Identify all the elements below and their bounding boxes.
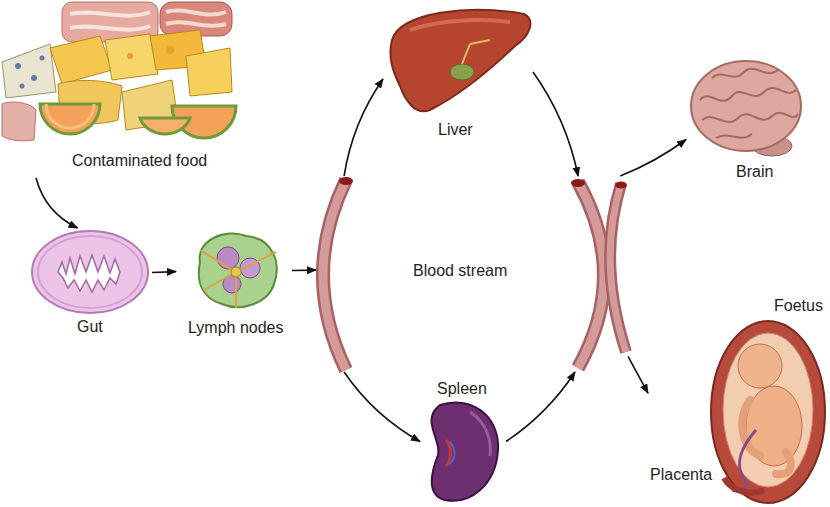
liver-node: Liver <box>383 2 533 142</box>
node-label: Placenta <box>650 466 712 484</box>
blood-vessel-illustration <box>323 177 627 370</box>
node-label: Liver <box>438 121 473 139</box>
node-label: Foetus <box>774 297 823 315</box>
flow-arrow <box>152 271 176 273</box>
spleen-illustration <box>431 402 498 500</box>
flow-arrow <box>292 269 316 271</box>
blood-stream-node: Blood stream <box>316 176 628 372</box>
node-label: Contaminated food <box>72 152 207 170</box>
flow-arrow <box>344 372 420 442</box>
flow-arrow <box>533 72 578 176</box>
node-label: Spleen <box>437 380 487 398</box>
spleen-node: Spleen <box>420 378 506 505</box>
brain-illustration <box>691 61 801 156</box>
food-illustration <box>2 2 236 141</box>
liver-illustration <box>390 10 530 111</box>
flow-arrow <box>36 178 78 228</box>
uterus-node: FoetusPlacenta <box>648 294 828 505</box>
flow-arrow <box>344 79 383 176</box>
uterus-illustration <box>711 321 825 503</box>
node-label: Blood stream <box>413 262 507 280</box>
brain-node: Brain <box>686 55 804 183</box>
flow-arrow <box>628 356 648 393</box>
food-node: Contaminated food <box>0 0 240 178</box>
gut-illustration <box>32 231 148 313</box>
node-label: Brain <box>736 163 773 181</box>
gut-node: Gut <box>28 228 152 342</box>
flow-arrow <box>506 372 575 442</box>
node-label: Gut <box>77 318 103 336</box>
node-label: Lymph nodes <box>188 319 283 337</box>
lymph-node-illustration <box>199 234 277 308</box>
lymph-node-group: Lymph nodes <box>176 232 292 342</box>
flow-arrow <box>620 140 686 177</box>
